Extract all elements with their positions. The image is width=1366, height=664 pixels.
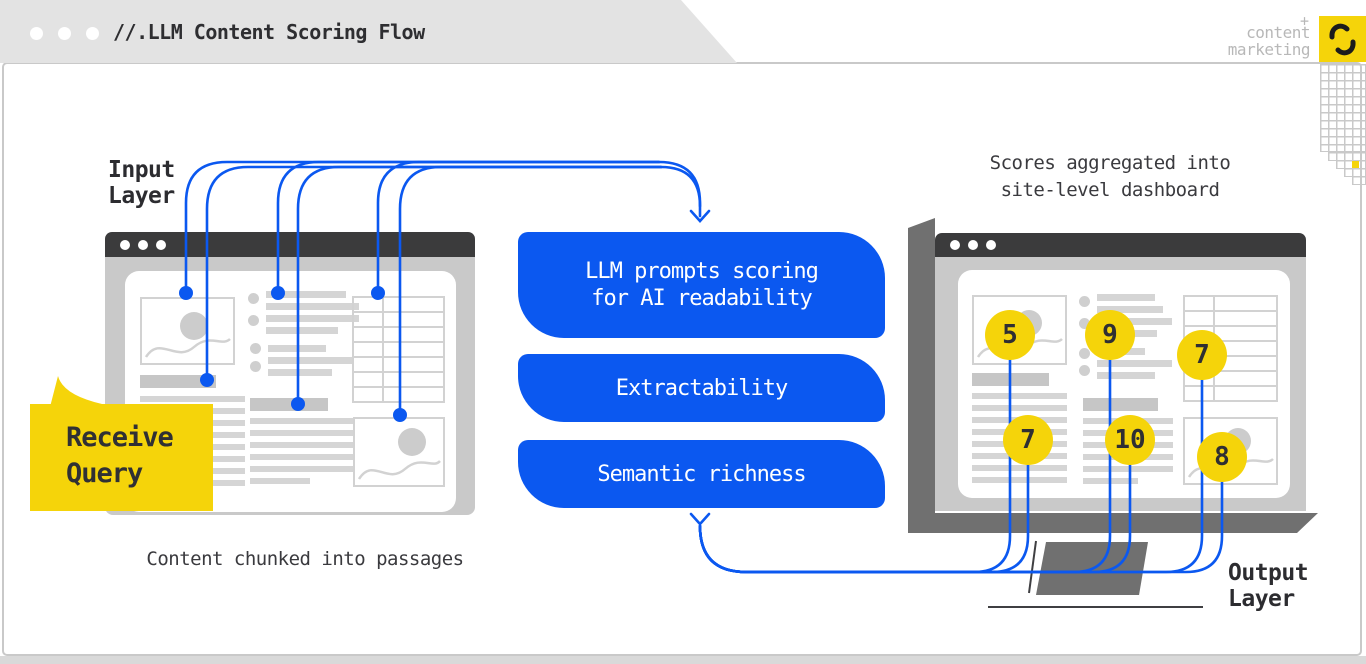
text-line-placeholder: [1097, 372, 1155, 379]
browser-dot-icon: [120, 239, 130, 250]
input-browser-header: [105, 232, 475, 257]
bullet-placeholder: [1079, 348, 1090, 359]
chunk-node-dot: [371, 286, 385, 300]
pixel-grid-step: [1352, 176, 1366, 185]
title-bar: //.LLM Content Scoring Flow: [0, 0, 737, 63]
bullet-placeholder: [1079, 296, 1090, 307]
text-line-placeholder: [1083, 478, 1138, 484]
text-line-placeholder: [1097, 294, 1155, 301]
text-line-placeholder: [266, 303, 359, 310]
score-badge: 8: [1197, 432, 1247, 482]
step-llm-prompts-scoring: LLM prompts scoring for AI readability: [518, 232, 885, 338]
image-placeholder: [353, 417, 445, 487]
chunk-node-dot: [291, 397, 305, 411]
score-badge: 5: [985, 310, 1035, 360]
step-extractability: Extractability: [518, 354, 885, 422]
window-dot-icon: [86, 27, 99, 40]
image-blob: [398, 428, 426, 456]
bottom-strip: [0, 656, 1366, 664]
brand-logo-icon: [1319, 16, 1366, 62]
chunk-node-dot: [179, 286, 193, 300]
input-layer-label: Input Layer: [108, 157, 175, 209]
browser-dot-icon: [138, 239, 148, 250]
output-layer-label: Output Layer: [1228, 560, 1309, 612]
text-line-placeholder: [1097, 360, 1172, 367]
input-caption: Content chunked into passages: [146, 548, 464, 570]
bullet-placeholder: [250, 343, 261, 354]
bullet-placeholder: [1079, 365, 1090, 376]
score-badge: 7: [1003, 415, 1053, 465]
brand-line2: marketing: [1227, 40, 1311, 59]
text-line-placeholder: [1097, 306, 1163, 313]
pixel-grid-decoration: [1320, 64, 1366, 152]
brand-wordmark: content marketing: [1150, 23, 1311, 59]
window-dot-icon: [58, 27, 71, 40]
brand-plus: +: [1300, 12, 1310, 30]
bullet-placeholder: [248, 293, 259, 304]
chunk-node-dot: [271, 286, 285, 300]
score-badge: 7: [1177, 330, 1227, 380]
text-line-placeholder: [1097, 318, 1172, 325]
text-block-placeholder: [250, 398, 328, 411]
monitor-side-bezel: [908, 218, 935, 533]
chunk-node-dot: [200, 373, 214, 387]
image-placeholder: [140, 297, 235, 365]
bullet-placeholder: [248, 315, 259, 326]
receive-query-label: Receive Query: [66, 422, 174, 489]
score-badge: 10: [1105, 415, 1155, 465]
brand-line1: content: [1246, 23, 1310, 42]
monitor-header: [935, 233, 1306, 257]
text-line-placeholder: [268, 345, 326, 352]
window-dot-icon: [30, 27, 43, 40]
text-lines-placeholder: [250, 418, 355, 472]
text-line-placeholder: [266, 315, 359, 322]
pixel-grid-yellow-cell: [1352, 160, 1359, 168]
bullet-placeholder: [250, 361, 261, 372]
text-line-placeholder: [268, 357, 354, 364]
table-placeholder: [352, 296, 445, 403]
text-line-placeholder: [268, 369, 332, 376]
text-block-placeholder: [972, 373, 1049, 386]
output-caption: Scores aggregated into site-level dashbo…: [989, 152, 1231, 201]
browser-dot-icon: [950, 240, 960, 250]
text-block-placeholder: [140, 375, 216, 388]
browser-dot-icon: [156, 239, 166, 250]
receive-query-bubble: Receive Query: [30, 404, 213, 511]
score-badge: 9: [1085, 310, 1135, 360]
monitor-stand: [1036, 542, 1148, 595]
text-line-placeholder: [250, 478, 310, 484]
browser-dot-icon: [986, 240, 996, 250]
text-line-placeholder: [266, 327, 338, 334]
browser-dot-icon: [968, 240, 978, 250]
window-controls: [30, 27, 99, 40]
bullet-placeholder: [1079, 318, 1090, 329]
step-semantic-richness: Semantic richness: [518, 440, 885, 508]
chunk-node-dot: [393, 408, 407, 422]
monitor-bottom-bezel: [908, 513, 1318, 533]
image-blob: [180, 312, 208, 340]
page-title: //.LLM Content Scoring Flow: [113, 20, 425, 44]
text-block-placeholder: [1083, 398, 1158, 411]
bubble-tail: [50, 376, 102, 407]
